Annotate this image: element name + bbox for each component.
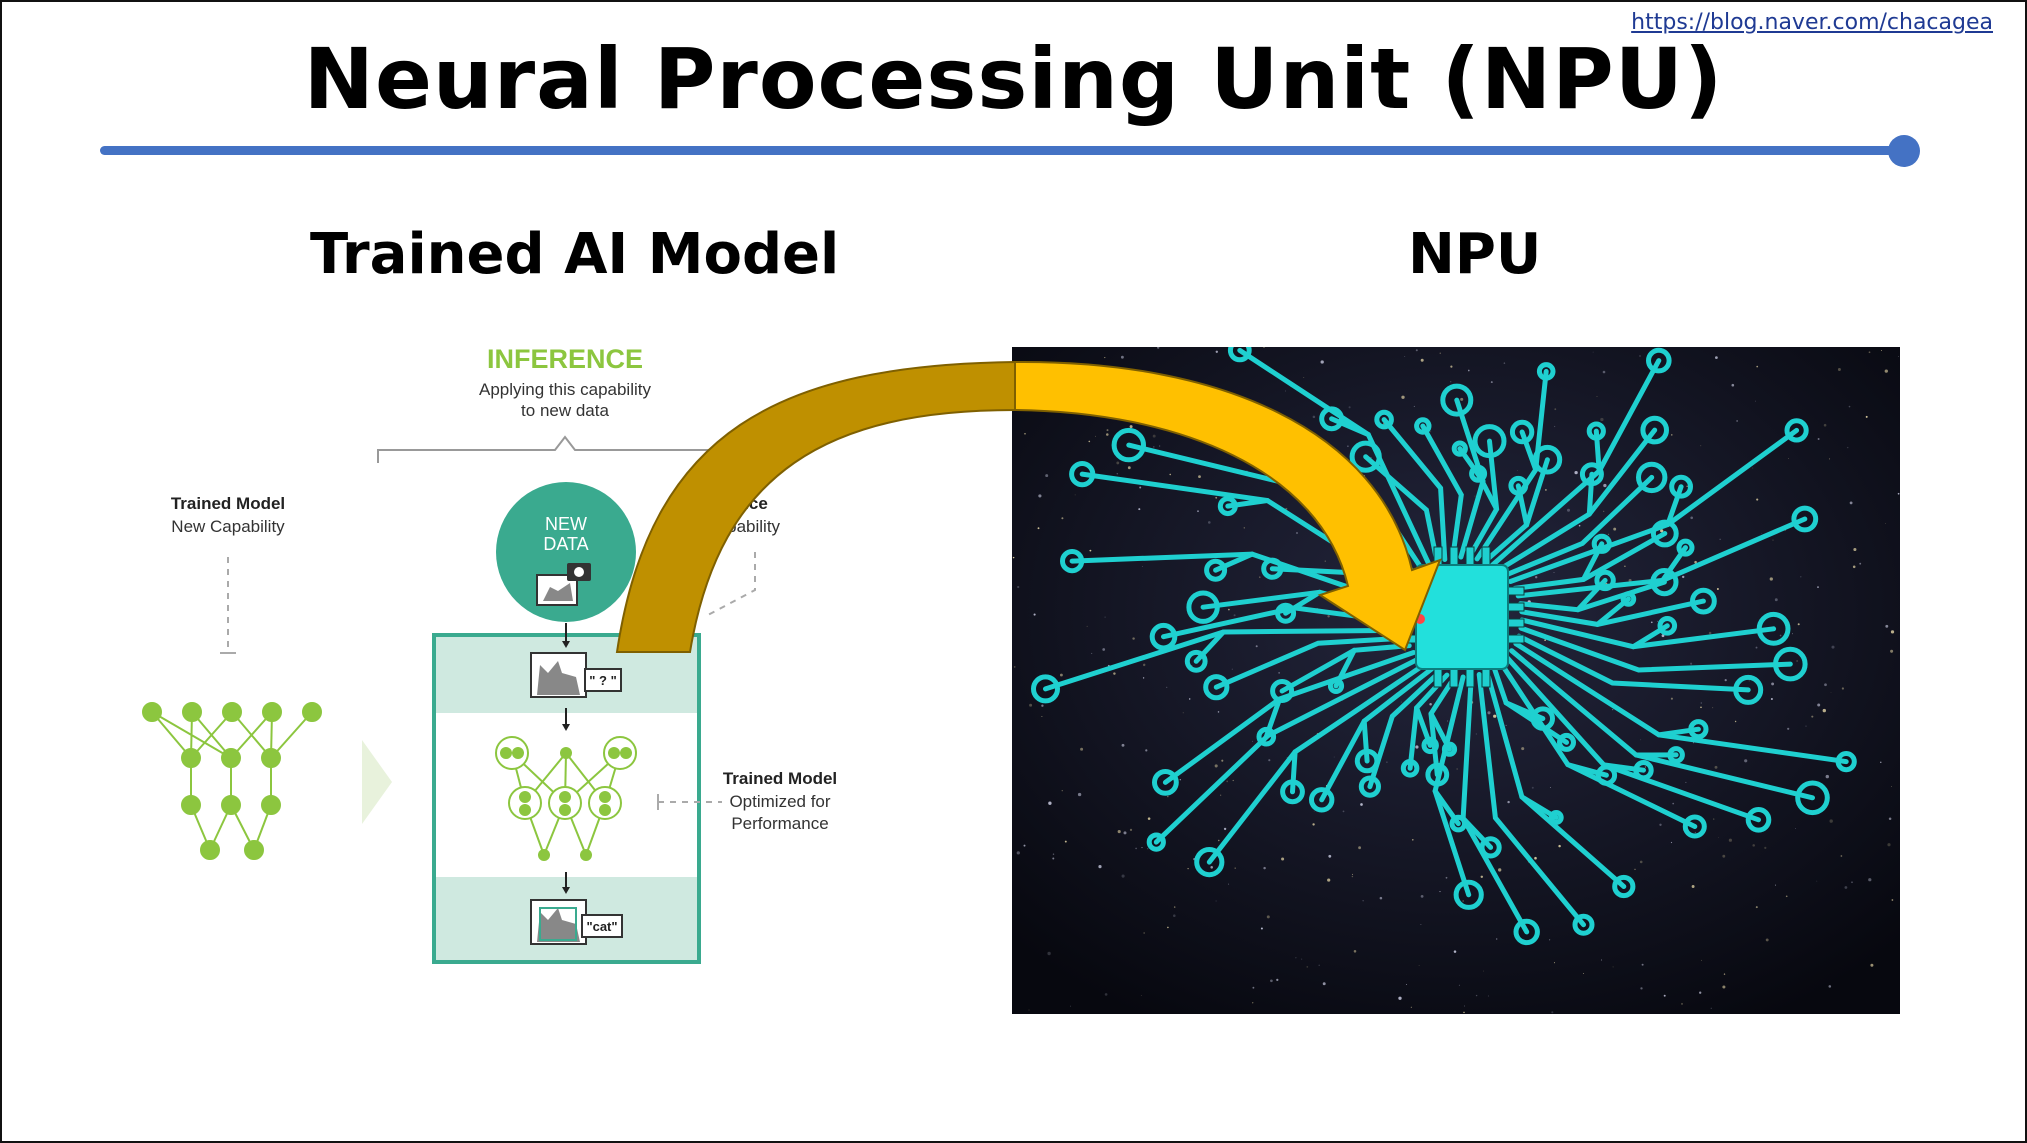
starfield [1012,347,1900,1014]
network-icon-left [142,702,322,860]
cat-photo-icon [530,652,587,698]
source-url-link[interactable]: https://blog.naver.com/chacagea [1631,10,1993,35]
flow-chevron [362,740,392,824]
result-tag-box [581,914,623,938]
flow-arrowhead-2 [562,724,570,731]
new-data-line1: NEW [545,514,587,534]
question-tag: " ? " [589,673,617,688]
inference-description-line1: Applying this capability [479,380,651,399]
right-label-bold: Trained Model [723,769,837,788]
flow-arrowhead-3 [562,887,570,894]
title-underline-endpoint [1888,135,1920,167]
camera-photo-icon [536,563,591,606]
service-dashed-connector [707,552,756,616]
left-label-bold: Trained Model [171,494,285,513]
new-data-circle [496,482,636,622]
left-heading: Trained AI Model [310,222,840,287]
network-icon-optimized [495,736,637,861]
chip-icon [1397,546,1525,688]
right-label-line2: Optimized for [729,792,830,811]
slide-title: Neural Processing Unit (NPU) [303,30,1724,128]
inference-bracket [377,435,721,463]
new-data-line2: DATA [543,534,588,554]
question-tag-box [584,668,622,692]
flow-arrowhead-1 [562,641,570,648]
inference-description-line2: to new data [521,401,609,420]
right-label-line3: Performance [731,814,828,833]
npu-brain-circuit-image [1012,347,1900,1014]
inference-diagram: INFERENCE Applying this capability to ne… [130,335,860,975]
inference-heading: INFERENCE [487,344,643,374]
service-label-bold: r Service [696,494,768,513]
result-tag: "cat" [586,919,617,934]
title-underline [100,146,1912,155]
left-label-sub: New Capability [171,517,285,536]
cat-result-photo-icon [530,899,587,945]
service-label-sub: ing Capability [678,517,781,536]
right-heading: NPU [1408,222,1542,287]
